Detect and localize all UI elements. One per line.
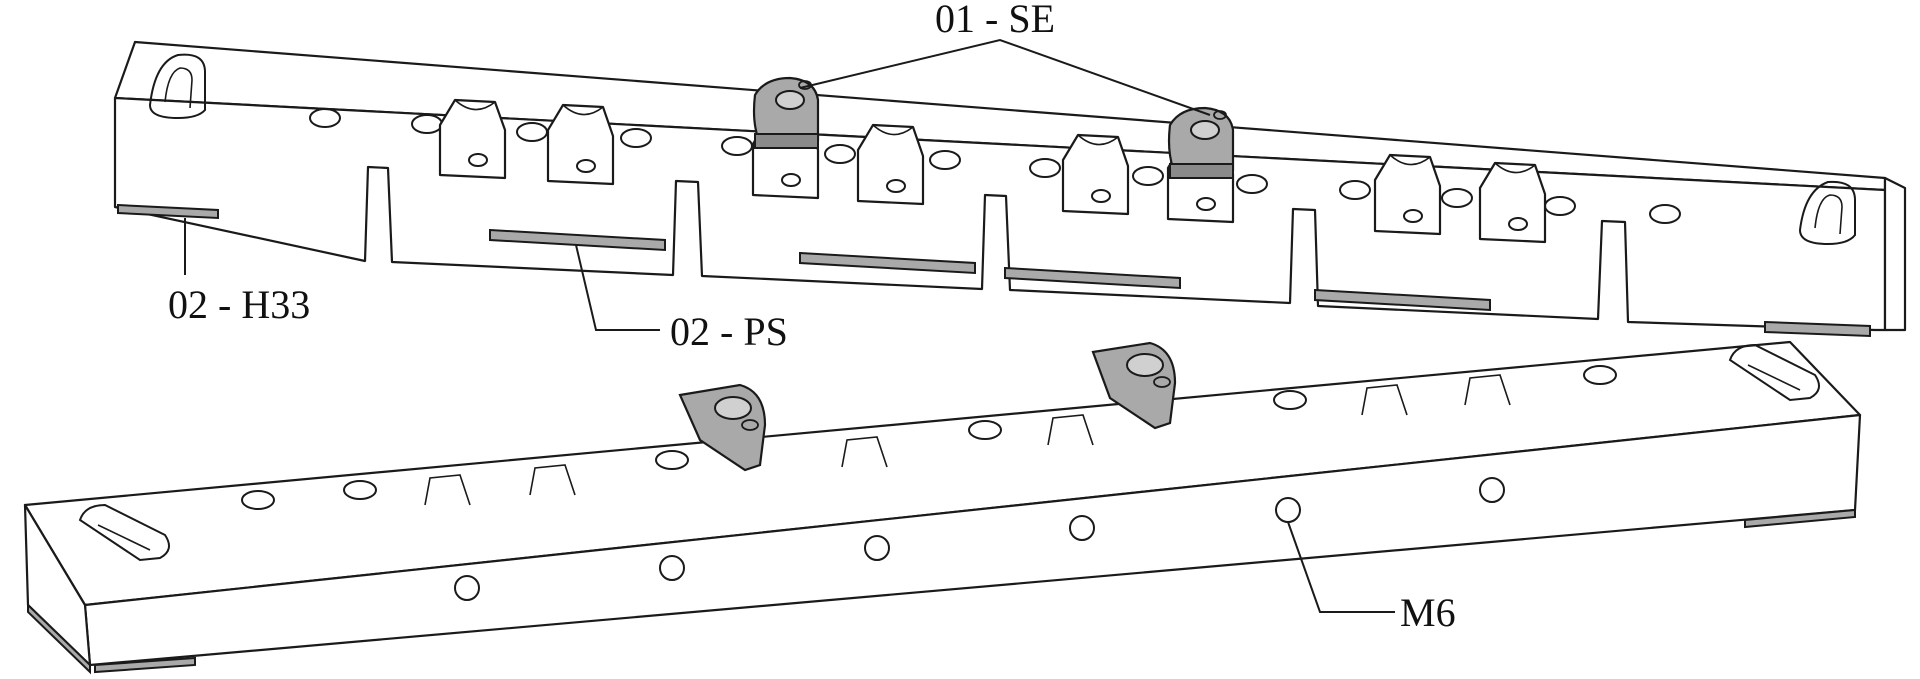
label-01-se: 01 - SE <box>935 0 1055 41</box>
clamp-block-icon <box>678 383 767 472</box>
clamp-block-icon <box>752 76 820 149</box>
leader-lines <box>184 38 1395 613</box>
lower-rail <box>23 340 1862 675</box>
label-m6: M6 <box>1400 590 1456 635</box>
clamp-block-icon <box>1091 341 1177 430</box>
ps-leader <box>575 244 660 331</box>
upper-rail-end-face <box>1883 176 1907 332</box>
se-leader <box>799 38 1211 116</box>
slot-icon <box>1798 180 1856 246</box>
clamp-block-icon <box>1167 106 1235 179</box>
pad-strip-icon <box>117 203 1871 338</box>
label-02-h33: 02 - H33 <box>168 282 310 327</box>
m6-leader <box>1287 521 1395 613</box>
label-02-ps: 02 - PS <box>670 309 788 354</box>
slot-icon <box>78 503 170 562</box>
pocket-group <box>424 374 1511 506</box>
slot-icon <box>148 53 206 120</box>
upper-rail <box>113 40 1907 338</box>
pad-strip-icon <box>27 508 1856 675</box>
slot-icon <box>1728 343 1820 402</box>
hole-icon <box>241 365 1617 510</box>
